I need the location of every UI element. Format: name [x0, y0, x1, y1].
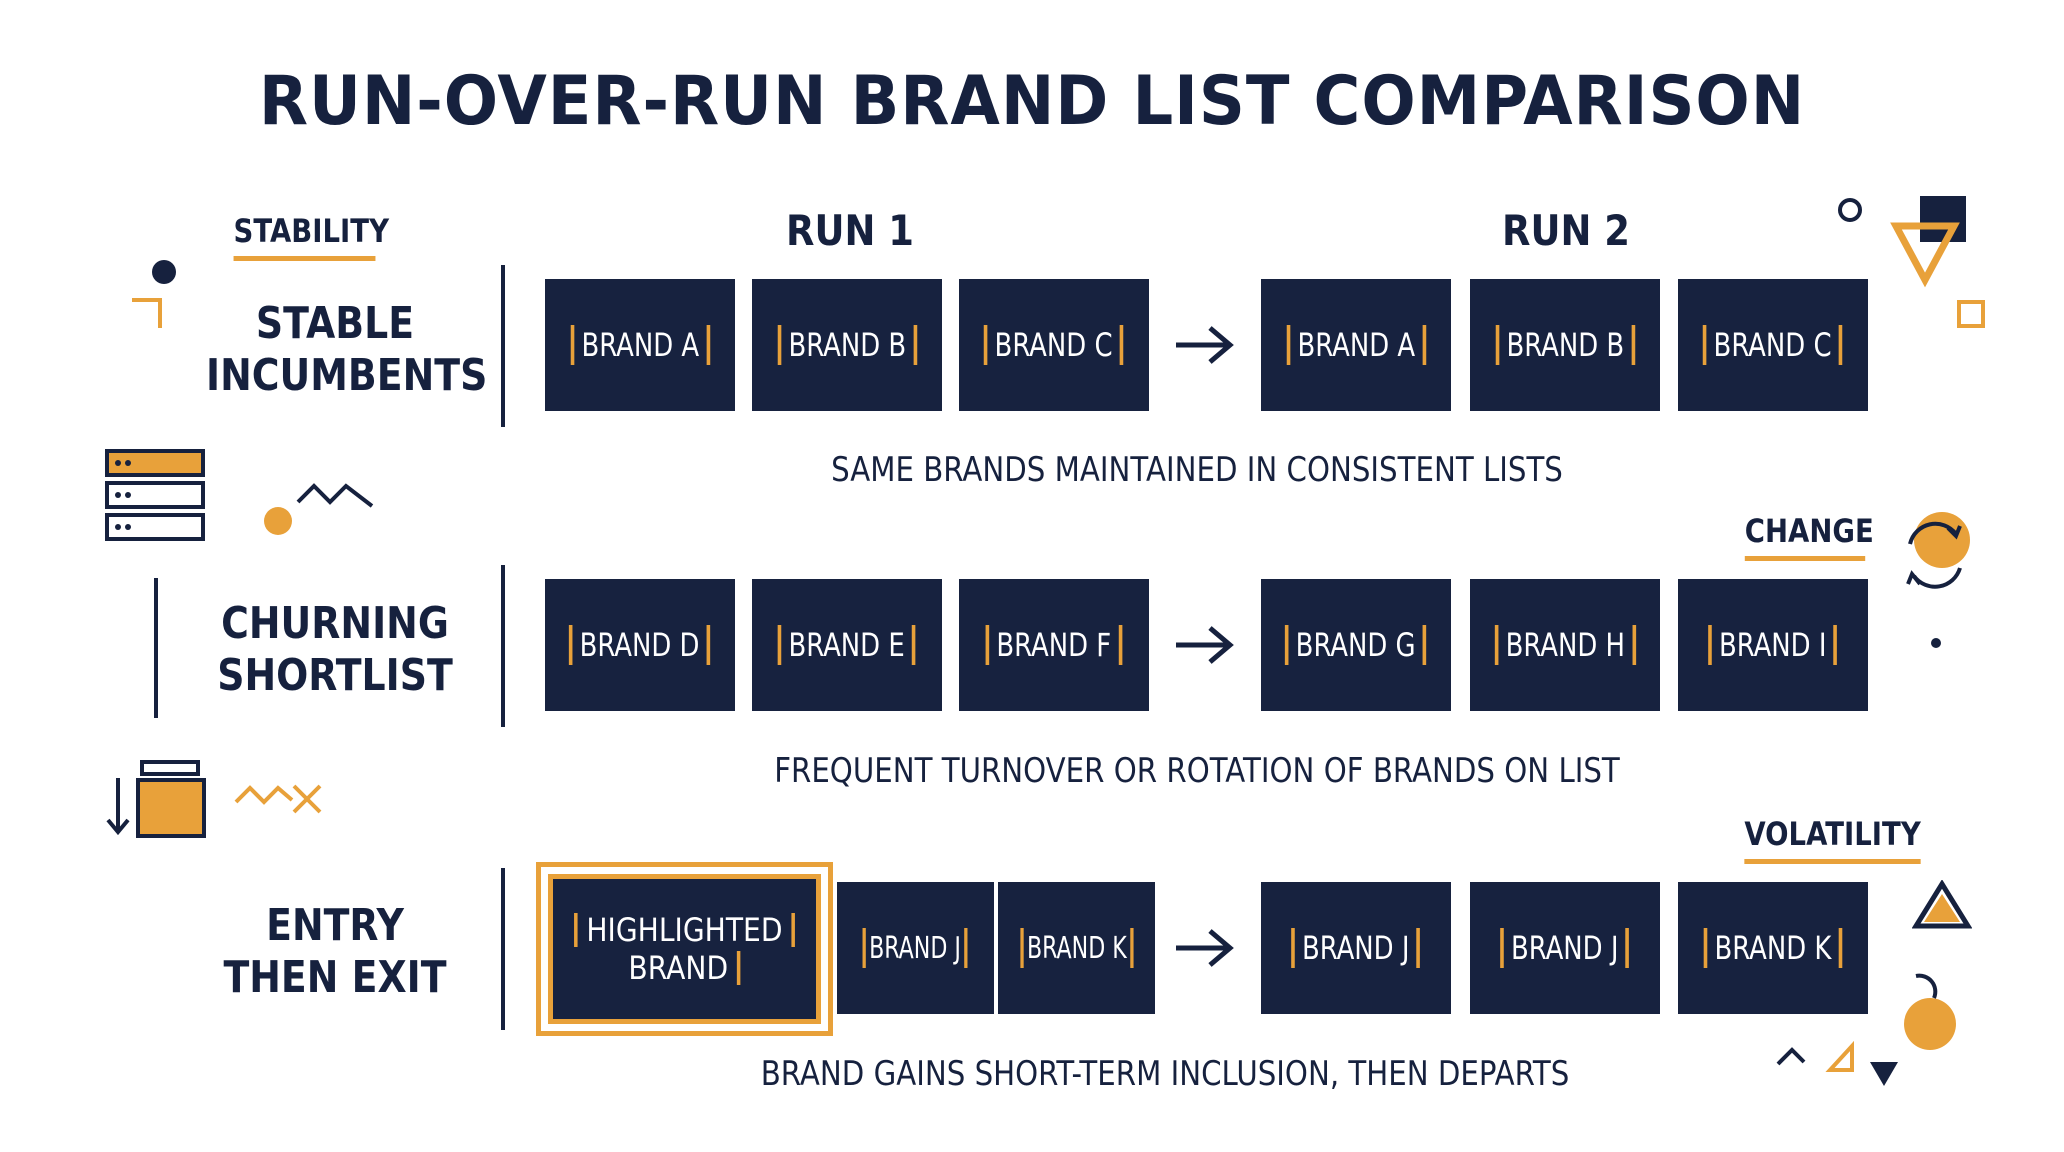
- highlighted-brand-label: BRAND: [628, 949, 729, 987]
- tag-stability: STABILITY: [234, 212, 389, 261]
- bomb-circle-icon: [1904, 973, 1956, 1050]
- tag-volatility: VOLATILITY: [1744, 815, 1920, 864]
- tag-change: CHANGE: [1745, 512, 1874, 561]
- brand-label: BRAND J: [1302, 929, 1410, 967]
- wave-triangle-icon: [1776, 1040, 1854, 1072]
- brand-label: BRAND K: [1026, 930, 1127, 966]
- brand-box: BRAND C: [1678, 279, 1868, 411]
- zigzag-icon: [264, 483, 374, 535]
- brand-label: BRAND J: [1511, 929, 1619, 967]
- run1-header: RUN 1: [785, 206, 914, 255]
- brand-label: BRAND G: [1296, 626, 1416, 664]
- brand-label: BRAND A: [1297, 326, 1415, 364]
- highlighted-brand-label: HIGHLIGHTED: [586, 911, 783, 949]
- row-caption: BRAND GAINS SHORT-TERM INCLUSION, THEN D…: [760, 1054, 1570, 1094]
- page-title: RUN-OVER-RUN BRAND LIST COMPARISON: [258, 62, 1806, 141]
- brand-label: BRAND C: [995, 326, 1113, 364]
- tag-volatility-label: VOLATILITY: [1744, 815, 1921, 853]
- tag-change-label: CHANGE: [1744, 512, 1874, 550]
- brand-box: BRAND H: [1470, 579, 1660, 711]
- folder-sort-icon: [106, 760, 206, 838]
- brand-label: BRAND E: [788, 626, 906, 664]
- brand-label: BRAND A: [581, 326, 699, 364]
- brand-label: BRAND I: [1719, 626, 1827, 664]
- arrow-right-icon: [1176, 626, 1234, 664]
- row-divider: [501, 565, 505, 727]
- brand-label: BRAND F: [996, 626, 1112, 664]
- row-label-stable-incumbents: STABLE INCUMBENTS: [206, 298, 488, 402]
- brand-box: BRAND J: [1470, 882, 1660, 1014]
- brand-box: BRAND B: [752, 279, 942, 411]
- brand-label: BRAND K: [1714, 929, 1832, 967]
- brand-box: BRAND I: [1678, 579, 1868, 711]
- brand-box: BRAND G: [1261, 579, 1451, 711]
- brand-box: BRAND K: [998, 882, 1155, 1014]
- corner-bracket-icon: [132, 260, 176, 328]
- brand-box: BRAND E: [752, 579, 942, 711]
- arrow-right-icon: [1176, 326, 1234, 364]
- brand-box: BRAND C: [959, 279, 1149, 411]
- row-divider: [154, 578, 158, 718]
- zigzag-x-icon: [234, 784, 322, 814]
- brand-box: BRAND A: [1261, 279, 1451, 411]
- dot-icon: [1931, 638, 1941, 648]
- brand-box: BRAND B: [1470, 279, 1660, 411]
- brand-label: BRAND C: [1714, 326, 1832, 364]
- row-label-line: CHURNING: [221, 598, 449, 649]
- row-label-entry-then-exit: ENTRY THEN EXIT: [206, 900, 464, 1004]
- arrow-right-icon: [1176, 929, 1234, 967]
- row-label-line: THEN EXIT: [223, 952, 447, 1003]
- row-label-churning-shortlist: CHURNING SHORTLIST: [206, 598, 464, 702]
- row-divider: [501, 868, 505, 1030]
- row-divider: [501, 265, 505, 427]
- brand-label: BRAND B: [1506, 326, 1624, 364]
- row-caption: FREQUENT TURNOVER OR ROTATION OF BRANDS …: [774, 751, 1620, 791]
- brand-box: BRAND F: [959, 579, 1149, 711]
- down-triangle-icon: [1870, 1062, 1898, 1086]
- server-stack-icon: [105, 449, 205, 541]
- row-label-line: INCUMBENTS: [206, 350, 488, 401]
- brand-box: BRAND J: [1261, 882, 1451, 1014]
- row-caption: SAME BRANDS MAINTAINED IN CONSISTENT LIS…: [831, 450, 1563, 490]
- brand-box: BRAND D: [545, 579, 735, 711]
- highlighted-brand-box: HIGHLIGHTED BRAND: [536, 862, 833, 1036]
- row-label-line: STABLE: [255, 298, 415, 349]
- triangle-icon: [1912, 880, 1972, 929]
- brand-box: BRAND J: [837, 882, 994, 1014]
- brand-label: BRAND J: [869, 930, 962, 966]
- tag-stability-label: STABILITY: [233, 212, 389, 250]
- row-label-line: SHORTLIST: [217, 650, 453, 701]
- run2-header: RUN 2: [1501, 206, 1630, 255]
- refresh-cycle-icon: [1906, 512, 1970, 589]
- shapes-cluster-icon: [1838, 196, 1985, 328]
- brand-box: BRAND A: [545, 279, 735, 411]
- brand-label: BRAND D: [580, 626, 700, 664]
- brand-label: BRAND B: [788, 326, 906, 364]
- row-label-line: ENTRY: [266, 900, 404, 951]
- brand-box: BRAND K: [1678, 882, 1868, 1014]
- brand-label: BRAND H: [1505, 626, 1625, 664]
